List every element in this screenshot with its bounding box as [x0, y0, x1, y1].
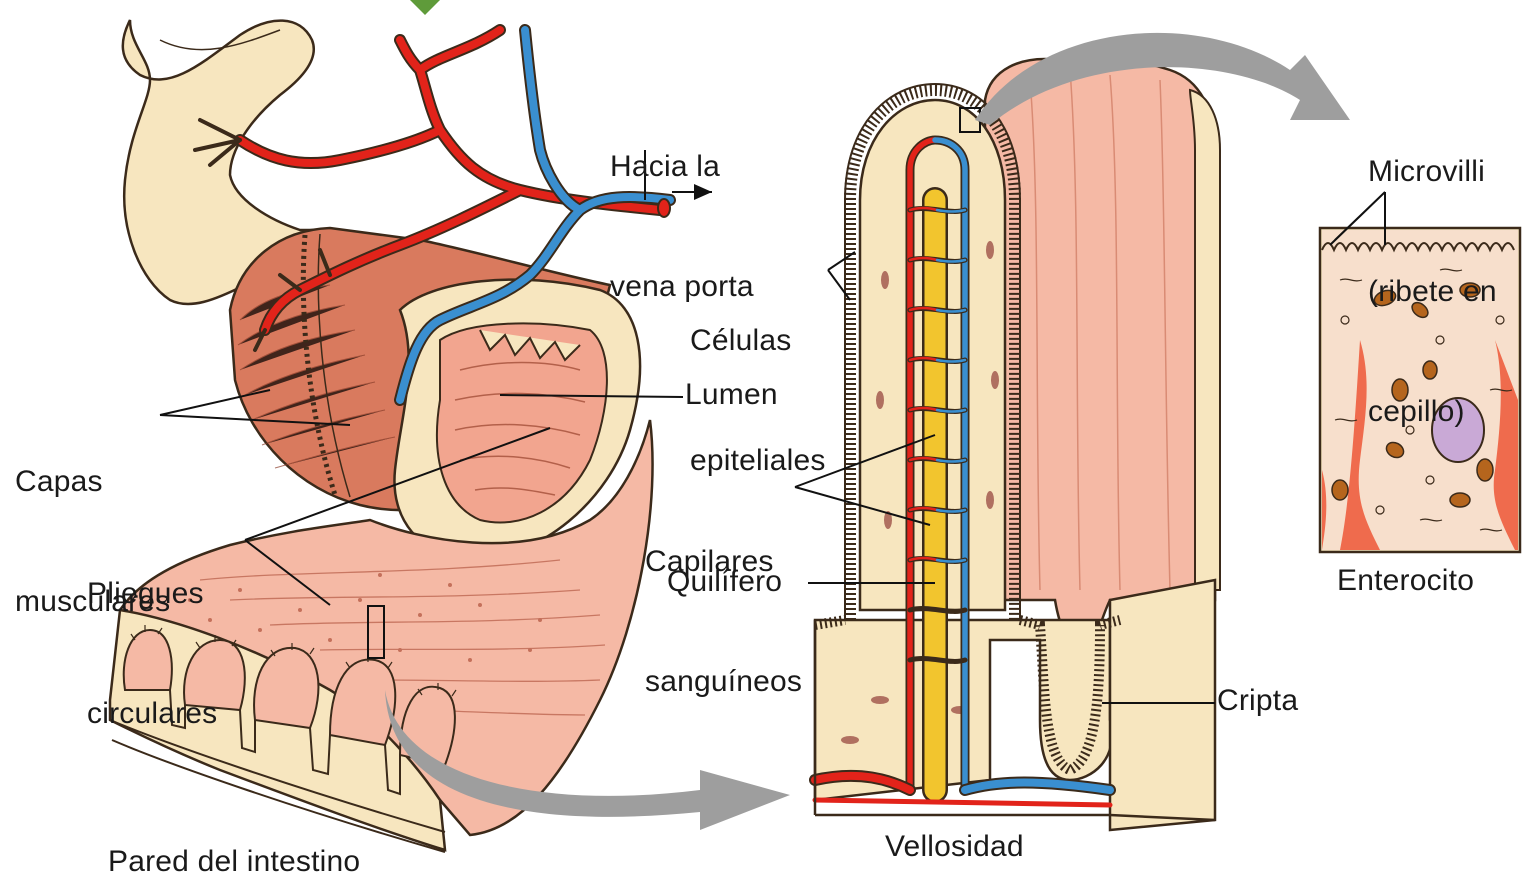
label-hacia-la-vena-porta-line1: Hacia la	[610, 147, 754, 187]
label-pliegues-circulares: Pliegues circulares	[87, 494, 217, 774]
villus-illustration	[815, 58, 1220, 830]
label-cripta: Cripta	[1217, 681, 1298, 721]
label-microvilli-line1: Microvilli	[1368, 152, 1497, 192]
label-pared-del-intestino: Pared del intestino	[108, 842, 360, 882]
corner-marker	[410, 0, 440, 15]
label-quilifero: Quilífero	[667, 562, 782, 602]
label-celulas-epiteliales-line1: Células	[690, 321, 826, 361]
label-microvilli: Microvilli (ribete en cepillo)	[1368, 72, 1497, 472]
label-pliegues-circulares-line2: circulares	[87, 694, 217, 734]
label-enterocito: Enterocito	[1337, 561, 1474, 601]
label-microvilli-line3: cepillo)	[1368, 392, 1497, 432]
label-capilares-sanguineos-line2: sanguíneos	[645, 662, 802, 702]
label-capilares-sanguineos: Capilares sanguíneos	[645, 462, 802, 742]
label-pliegues-circulares-line1: Pliegues	[87, 574, 217, 614]
label-vellosidad: Vellosidad	[885, 827, 1024, 867]
label-microvilli-line2: (ribete en	[1368, 272, 1497, 312]
